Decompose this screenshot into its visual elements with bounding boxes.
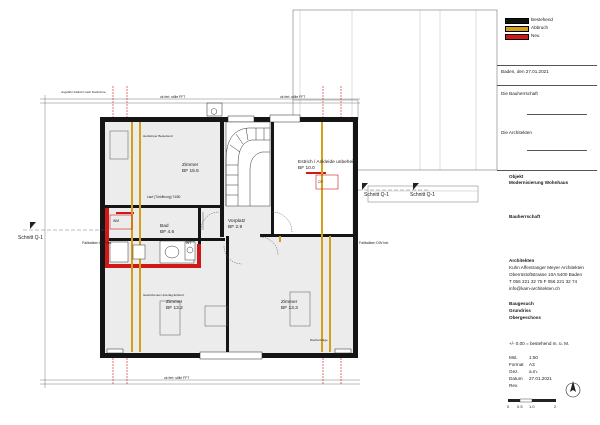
plan-info-line-2: Grundriss [509, 308, 531, 313]
plan-info-line-1: Baugesuch [509, 301, 534, 306]
owner-signature-label: Die Bauherrschaft [501, 91, 538, 96]
scale-tick-2: 1.0 [529, 404, 535, 409]
legend-label-abbruch: Abbruch [531, 25, 549, 30]
place-date: Baden, den 27.01.2021 [501, 69, 549, 74]
scale-tick-1: 0.5 [517, 404, 523, 409]
meta-key-drawn: Gez. [509, 369, 519, 374]
room-zimmer-1-area: BF 15.5 [182, 168, 199, 174]
room-estrich-name: Estrich / Ankleide unbeheizt [298, 159, 358, 165]
section-label-bottom-right: Schnitt Q-1 [410, 192, 435, 198]
architects-signature-label: Die Architekten [501, 130, 532, 135]
north-arrow-icon [565, 381, 581, 398]
room-vorplatz-area: BF 2.9 [228, 224, 242, 230]
heizkoerper-note: Heizkörper Bestehend [143, 134, 173, 138]
fallbalken-left-label: Fallbalken DW bel. [82, 241, 112, 245]
scale-tick-3: 2 [554, 404, 557, 409]
office-heading: Architekten [509, 258, 535, 263]
section-marker-right [362, 183, 368, 190]
section-label-right: Schnitt Q-1 [364, 192, 389, 198]
office-line-2: Oberrüstoftstrasse 10A 5400 Baden [509, 272, 583, 277]
room-zimmer-2-name: Zimmer [166, 299, 183, 305]
scale-bar: 0 0.5 1.0 2 [507, 398, 557, 409]
red-markers [109, 86, 342, 385]
legend-swatch-neu [505, 34, 529, 40]
room-zimmer-3-name: Zimmer [281, 299, 298, 305]
room-zimmer-2-area: BF 13.2 [166, 305, 183, 311]
wm-label: WM [113, 219, 119, 223]
windows [106, 102, 352, 360]
plan-info-line-3: Obergeschoss [509, 315, 541, 320]
staircase [225, 121, 271, 207]
wt-label: WT [186, 241, 191, 245]
section-marker-left [30, 222, 36, 229]
interior-walls [105, 122, 353, 353]
project-name: Modernisierung Wohnhaus [509, 180, 569, 185]
section-label-left: Schnitt Q-1 [18, 235, 43, 241]
dachschraege-note: Dachschräge [310, 338, 328, 342]
title-block: Bestehend Abbruch Neu Baden, den 27.01.2… [497, 10, 597, 415]
room-bad-area: BF 4.6 [160, 229, 174, 235]
client-heading: Bauherrschaft [509, 214, 541, 219]
meta-value-scale: 1:50 [529, 355, 538, 360]
stair-note: Lauf (Türöffnung) 74/80 [147, 195, 181, 199]
meta-key-format: Format [509, 362, 524, 367]
section-marker-bottom-right [413, 183, 419, 190]
fallbalken-right-label: Fallbalken DW bel. [359, 241, 389, 245]
project-heading: Objekt [509, 174, 524, 179]
meta-key-revision: Rev. [509, 383, 519, 388]
roof-window-symbol: ◯ [211, 108, 218, 115]
dimension-lines [23, 95, 430, 388]
elevation-note: +/- 0.00 = bestehend m. ü. M. [509, 341, 570, 346]
note-top-left: ungefähr Fallrohr nach Dachrinne [61, 90, 106, 94]
office-line-4: info@kam-architekten.ch [509, 286, 560, 291]
office-line-3: T 056 221 32 75 F 056 221 32 74 [509, 279, 578, 284]
legend-swatch-bestehend [505, 18, 529, 24]
room-zimmer-1-name: Zimmer [182, 162, 199, 168]
meta-value-format: A3 [529, 362, 535, 367]
legend-swatch-abbruch [505, 26, 529, 32]
legend-label-neu: Neu [531, 33, 540, 38]
bathroom-fixtures [109, 240, 196, 264]
room-zimmer-3-area: BF 13.3 [281, 305, 298, 311]
cp-label: CP [318, 180, 323, 184]
room-estrich-area: BF 10.0 [298, 165, 315, 171]
ok-fertig-top-left: ok fert. stille FFT [160, 95, 185, 99]
meta-key-date: Datum [509, 376, 523, 381]
meta-value-drawn: a.m. [529, 369, 538, 374]
legend-label-bestehend: Bestehend [531, 17, 553, 22]
room-vorplatz-name: Vorplatz [228, 218, 246, 224]
ok-fertig-bottom: ok fert. stille FFT [164, 376, 189, 380]
office-line-1: Kuhn Affentranger Meyer Architekten [509, 265, 584, 270]
new-walls [105, 172, 326, 268]
room-bad-name: Bad [160, 223, 169, 229]
meta-key-scale: Mst. [509, 355, 518, 360]
meta-value-date: 27.01.2021 [529, 376, 552, 381]
ok-fertig-top-right: ok fert. stille FFT [280, 95, 305, 99]
scale-tick-0: 0 [507, 404, 510, 409]
demolished-walls [131, 122, 331, 352]
furniture [109, 130, 311, 336]
wand-note: Gestrichenes Unterlag Entfernt [143, 293, 184, 297]
